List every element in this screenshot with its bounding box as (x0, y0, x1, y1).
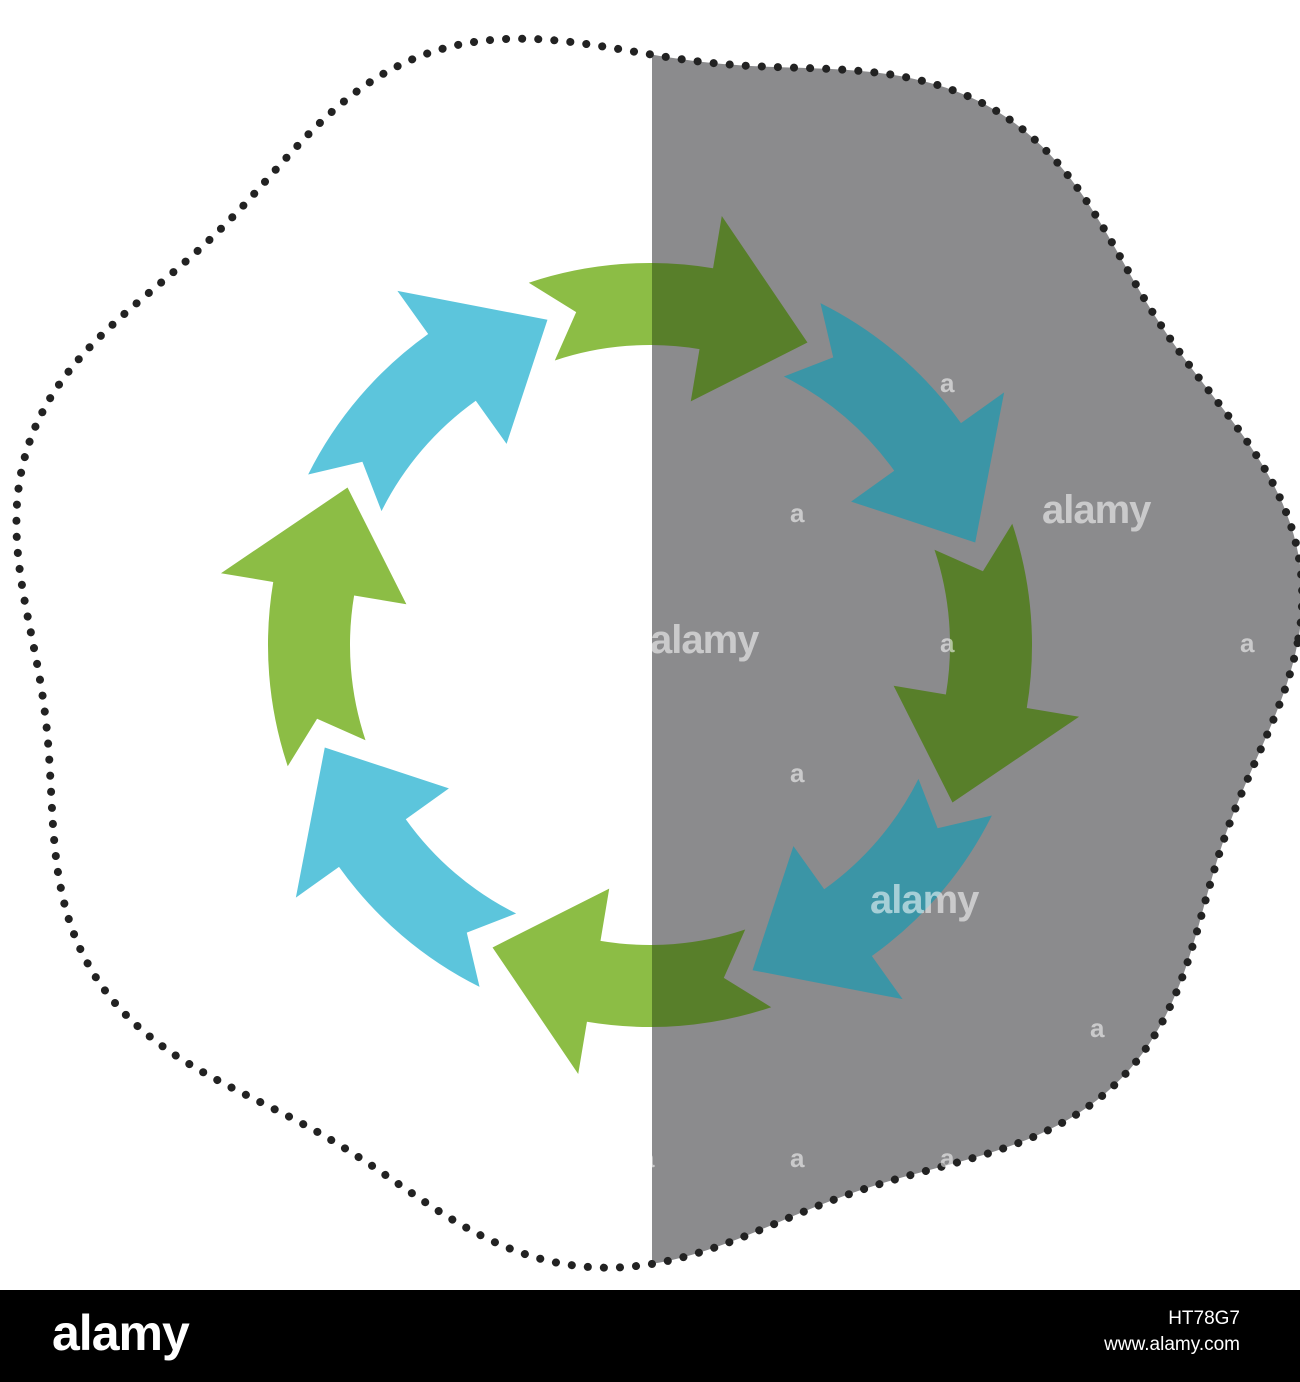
footer-site: www.alamy.com (1104, 1333, 1240, 1355)
arrow-top-shaded (652, 215, 808, 402)
arrows-shaded-half (652, 215, 1080, 1027)
footer-image-info: HT78G7 www.alamy.com (1104, 1306, 1240, 1357)
arrow-lower-left-lit (295, 747, 517, 987)
arrow-bottom-lit (492, 888, 652, 1075)
arrow-right-shaded (893, 523, 1080, 803)
arrow-top-lit (528, 263, 652, 361)
arrow-upper-right-shaded (783, 303, 1005, 543)
arrows-lit-half (220, 263, 652, 1075)
arrow-upper-left-lit (308, 290, 548, 512)
cycle-arrows-graphic (12, 34, 1300, 1272)
arrow-left-lit (220, 487, 407, 767)
footer-image-id: HT78G7 (1168, 1308, 1240, 1329)
footer-bar: alamy HT78G7 www.alamy.com (0, 1290, 1300, 1382)
arrow-bottom-shaded (652, 929, 772, 1027)
footer-logo: alamy (52, 1305, 190, 1361)
arrow-lower-right-shaded (752, 778, 992, 1000)
